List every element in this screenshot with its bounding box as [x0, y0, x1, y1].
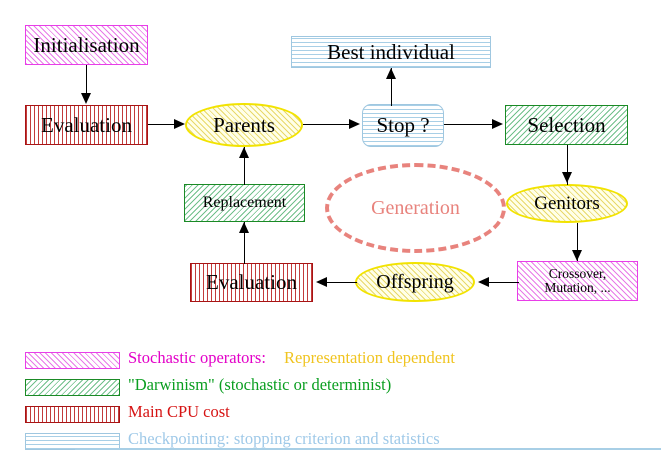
legend-row-stochastic: Stochastic operators: Representation dep… [0, 348, 662, 372]
node-offspring[interactable]: Offspring [355, 262, 475, 302]
edge-selection-to-genitors [567, 145, 569, 185]
node-generation: Generation [325, 163, 506, 253]
edge-eval-to-replacement [244, 222, 246, 264]
node-crossover-line2: Mutation, ... [544, 280, 611, 295]
legend-row-cpu-cost: Main CPU cost [0, 402, 662, 426]
legend-label-stochastic: Stochastic operators: Representation dep… [128, 348, 455, 368]
node-crossover-mutation[interactable]: Crossover, Mutation, ... [517, 261, 638, 301]
legend: Stochastic operators: Representation dep… [0, 344, 662, 454]
legend-label-checkpointing: Checkpointing: stopping criterion and st… [128, 429, 440, 448]
node-selection[interactable]: Selection [505, 105, 628, 145]
legend-bottom-rule [75, 448, 661, 450]
arrowhead-eval-to-parents [174, 119, 185, 129]
arrowhead-stop-to-best [386, 68, 396, 79]
node-stop[interactable]: Stop ? [362, 104, 444, 147]
legend-swatch-stochastic [25, 352, 120, 369]
node-evaluation-top-label: Evaluation [41, 112, 132, 137]
node-parents[interactable]: Parents [185, 103, 303, 147]
legend-row-checkpointing: Checkpointing: stopping criterion and st… [0, 429, 662, 453]
node-selection-label: Selection [527, 112, 606, 137]
legend-stochastic-text2: Representation dependent [284, 348, 455, 367]
legend-label-cpu-cost: Main CPU cost [128, 402, 230, 421]
node-stop-label: Stop ? [376, 113, 430, 138]
legend-row-darwinism: "Darwinism" (stochastic or determinist) [0, 375, 662, 399]
legend-label-darwinism: "Darwinism" (stochastic or determinist) [128, 375, 392, 394]
arrowhead-parents-to-stop [349, 119, 360, 129]
edge-genitors-to-crossover [577, 223, 579, 261]
legend-stochastic-text: Stochastic operators: [128, 348, 266, 367]
node-initialisation[interactable]: Initialisation [25, 25, 148, 65]
edge-replacement-to-parents [244, 147, 246, 185]
node-offspring-label: Offspring [376, 270, 454, 293]
edge-stop-to-best [391, 68, 393, 106]
node-best-individual[interactable]: Best individual [291, 36, 491, 68]
edge-stop-to-selection [444, 124, 498, 126]
legend-swatch-darwinism [25, 379, 120, 396]
node-best-individual-label: Best individual [327, 39, 455, 64]
node-replacement[interactable]: Replacement [184, 184, 305, 222]
node-replacement-label: Replacement [202, 193, 287, 211]
arrowhead-offspring-to-eval [316, 277, 327, 287]
edge-crossover-to-offspring [481, 282, 519, 284]
node-generation-label: Generation [371, 196, 460, 219]
node-initialisation-label: Initialisation [33, 32, 140, 57]
node-crossover-line1: Crossover, [548, 265, 607, 281]
arrowhead-init-to-eval [81, 93, 91, 104]
legend-swatch-cpu-cost [25, 406, 120, 423]
node-evaluation-bottom-label: Evaluation [206, 270, 297, 295]
edge-parents-to-stop [303, 124, 355, 126]
node-parents-label: Parents [213, 112, 275, 137]
edge-init-to-eval [86, 65, 88, 95]
arrowhead-replacement-to-parents [239, 147, 249, 158]
edge-eval-to-parents [148, 124, 181, 126]
node-genitors[interactable]: Genitors [506, 184, 628, 223]
node-evaluation-bottom[interactable]: Evaluation [190, 263, 313, 302]
node-evaluation-top[interactable]: Evaluation [25, 105, 148, 145]
node-genitors-label: Genitors [534, 192, 600, 214]
legend-swatch-checkpointing [25, 433, 120, 450]
arrowhead-selection-to-genitors [562, 172, 572, 183]
arrowhead-stop-to-selection [492, 119, 503, 129]
arrowhead-genitors-to-crossover [572, 250, 582, 261]
arrowhead-crossover-to-offspring [478, 277, 489, 287]
edge-offspring-to-eval [320, 282, 357, 284]
arrowhead-eval-to-replacement [239, 222, 249, 233]
